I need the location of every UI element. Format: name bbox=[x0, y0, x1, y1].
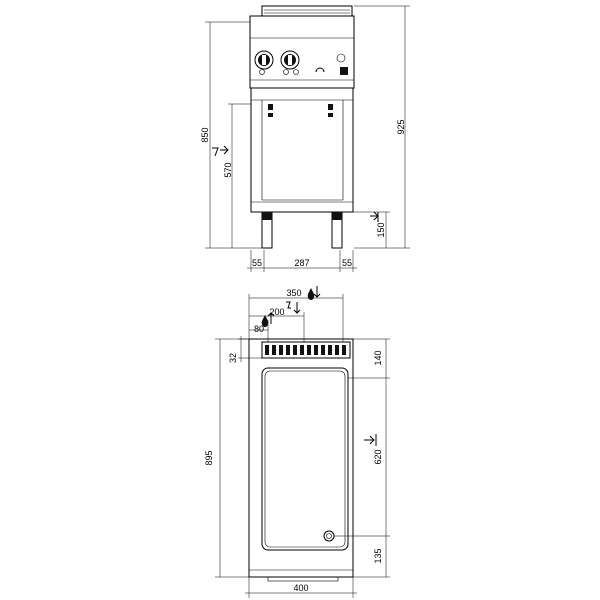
dim-label-inner-width: 287 bbox=[294, 258, 309, 268]
dimension-body-height: 850 bbox=[200, 21, 262, 249]
dimension-drain-offset: 350 bbox=[248, 286, 344, 342]
control-knob-right-icon bbox=[280, 50, 300, 70]
switch-icon bbox=[340, 67, 348, 75]
pilot-light-icon bbox=[336, 53, 346, 63]
top-view: 350 200 80 bbox=[204, 286, 390, 598]
appliance-cabinet bbox=[250, 87, 354, 213]
dim-label-width: 400 bbox=[293, 583, 308, 593]
dimension-water-offset: 80 bbox=[249, 312, 275, 342]
bracket-icon bbox=[268, 113, 273, 117]
bracket-icon bbox=[328, 113, 333, 117]
drain-tap-icon bbox=[315, 67, 325, 73]
dimension-leg-height: 150 bbox=[342, 211, 390, 248]
front-view: 925 850 570 150 bbox=[200, 5, 410, 272]
front-base bbox=[267, 576, 339, 582]
dim-label-drain-offset: 350 bbox=[286, 288, 301, 298]
dim-label-electric-offset: 200 bbox=[269, 307, 284, 317]
dimension-connection-height: 570 bbox=[212, 103, 251, 248]
top-view-outline bbox=[248, 338, 354, 578]
front-leg-right bbox=[331, 211, 343, 249]
dimension-front-width: 55 287 55 bbox=[247, 250, 357, 272]
dim-label-connection-height: 570 bbox=[223, 162, 233, 177]
indicator-light-icon bbox=[259, 69, 265, 75]
dim-label-total-depth: 895 bbox=[204, 450, 214, 465]
dim-label-total-height: 925 bbox=[396, 119, 406, 134]
drain-connection-icon bbox=[370, 211, 379, 222]
dimension-width: 400 bbox=[245, 577, 357, 598]
electric-connection-icon bbox=[212, 145, 229, 157]
dimension-total-depth: 895 bbox=[204, 338, 249, 578]
dim-label-right-margin: 55 bbox=[342, 258, 352, 268]
dim-label-left-margin: 55 bbox=[252, 258, 262, 268]
bracket-icon bbox=[328, 104, 333, 110]
dim-label-water-offset: 80 bbox=[254, 324, 264, 334]
water-inlet-icon bbox=[261, 312, 275, 327]
bracket-icon bbox=[268, 104, 273, 110]
rear-grate bbox=[261, 341, 351, 359]
front-leg-left bbox=[261, 211, 273, 249]
dim-label-rear-zone: 140 bbox=[373, 350, 383, 365]
drain-arrow-icon bbox=[364, 434, 377, 446]
appliance-upper-body bbox=[249, 15, 355, 89]
dim-label-front-zone: 135 bbox=[373, 548, 383, 563]
electric-icon bbox=[286, 301, 301, 314]
dimension-electric-offset: 200 bbox=[249, 301, 305, 342]
dim-label-mid-zone: 620 bbox=[373, 449, 383, 464]
indicator-light-icon bbox=[283, 69, 289, 75]
dimension-back-depth: 32 bbox=[228, 336, 262, 363]
indicator-light-icon bbox=[293, 69, 299, 75]
cooking-basin bbox=[261, 367, 349, 551]
dim-label-back-depth: 32 bbox=[228, 353, 238, 363]
top-grate bbox=[261, 5, 353, 17]
dim-label-body-height: 850 bbox=[200, 127, 210, 142]
dim-label-leg-height: 150 bbox=[376, 222, 386, 237]
water-drop-icon bbox=[307, 286, 321, 300]
control-knob-left-icon bbox=[254, 50, 274, 70]
rear-grate-slots bbox=[265, 345, 346, 355]
dimension-total-height: 925 bbox=[354, 5, 410, 249]
drain-valve-icon bbox=[323, 530, 335, 542]
dimension-right-zones: 140 620 135 bbox=[334, 338, 390, 578]
